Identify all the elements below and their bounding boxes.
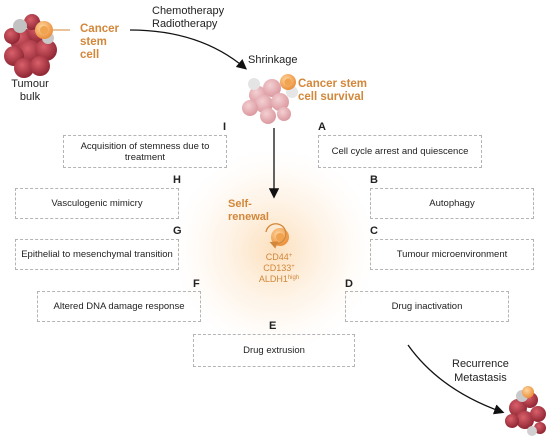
tumour-bulk-label: Tumour bulk [8, 78, 52, 104]
stem-cell-survival-label: Cancer stem cell survival [298, 78, 367, 104]
marker-aldh1-sup: high [287, 275, 300, 281]
outcome-label-line-1: Recurrence [452, 358, 509, 370]
marker-cd133-sup: + [291, 264, 295, 270]
mechanism-letter-c: C [370, 225, 378, 237]
mechanism-box-f: Altered DNA damage response [37, 291, 201, 322]
mechanism-letter-e: E [269, 320, 277, 332]
marker-cd133-name: CD133 [263, 263, 292, 273]
mechanism-letter-i: I [223, 121, 227, 133]
marker-cd133: CD133+ [244, 263, 314, 274]
mechanism-box-i: Acquisition of stemness due to treatment [63, 135, 227, 168]
mechanism-box-b: Autophagy [370, 188, 534, 219]
treatment-label-line-2: Radiotherapy [152, 18, 218, 30]
outcome-label: Recurrence Metastasis [452, 357, 509, 385]
shrinkage-label: Shrinkage [248, 54, 298, 66]
marker-cd44-name: CD44 [265, 252, 289, 262]
self-renewing-stem-cell-icon [265, 223, 289, 249]
mechanism-box-g: Epithelial to mesenchymal transition [15, 239, 179, 270]
cancer-stem-cell-icon [35, 21, 53, 39]
stem-cell-survival-label-line-2: cell survival [298, 91, 364, 103]
shrunken-tumour-icon [242, 78, 298, 124]
mechanism-box-d: Drug inactivation [345, 291, 509, 322]
cancer-stem-cell-label-line-2: stem [80, 36, 107, 48]
mechanism-letter-f: F [193, 278, 200, 290]
self-renewal-label: Self- renewal [228, 198, 269, 224]
mechanism-box-h: Vasculogenic mimicry [15, 188, 179, 219]
self-renewal-label-line-1: Self- [228, 198, 252, 210]
stem-cell-survival-label-line-1: Cancer stem [298, 78, 368, 90]
marker-aldh1: ALDH1high [244, 274, 314, 285]
cancer-stem-cell-label-line-3: cell [80, 49, 100, 61]
cancer-stem-cell-label: Cancer stem cell [80, 23, 119, 62]
recurrent-stem-cell-icon [522, 386, 534, 398]
stem-cell-markers: CD44+ CD133+ ALDH1high [244, 252, 314, 285]
mechanism-letter-d: D [345, 278, 353, 290]
self-renewal-label-line-2: renewal [228, 211, 269, 223]
self-renewal-glow [175, 150, 375, 350]
outcome-label-line-2: Metastasis [454, 372, 507, 384]
mechanism-letter-g: G [173, 225, 182, 237]
tumour-bulk-label-line-1: Tumour [11, 78, 49, 90]
mechanism-letter-b: B [370, 174, 378, 186]
mechanism-box-a: Cell cycle arrest and quiescence [318, 135, 482, 168]
marker-cd44: CD44+ [244, 252, 314, 263]
mechanism-letter-a: A [318, 121, 326, 133]
mechanism-letter-h: H [173, 174, 181, 186]
marker-cd44-sup: + [288, 253, 293, 259]
cancer-stem-cell-label-line-1: Cancer [80, 23, 119, 35]
surviving-stem-cell-icon [280, 74, 296, 90]
treatment-label: Chemotherapy Radiotherapy [152, 5, 224, 31]
mechanism-box-e: Drug extrusion [193, 334, 355, 367]
marker-aldh1-name: ALDH1 [258, 274, 288, 284]
treatment-label-line-1: Chemotherapy [152, 5, 225, 17]
mechanism-box-c: Tumour microenvironment [370, 239, 534, 270]
tumour-bulk-label-line-2: bulk [19, 91, 41, 103]
